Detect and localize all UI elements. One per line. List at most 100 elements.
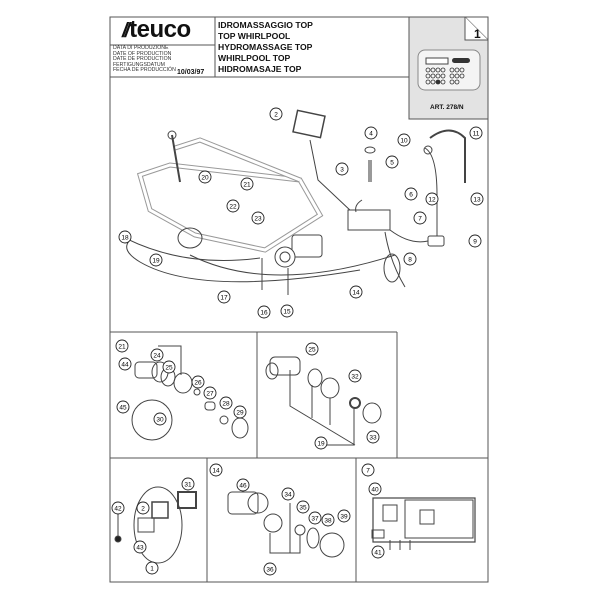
callout-circle (364, 126, 378, 140)
callout-number: 40 (371, 486, 379, 493)
callout-number: 27 (206, 390, 214, 397)
callout-main: 17 (217, 290, 231, 304)
callout-circle (136, 501, 150, 515)
callout-number: 14 (212, 467, 220, 474)
callout-number: 19 (152, 257, 160, 264)
callout-number: 21 (118, 343, 126, 350)
callout-main: 22 (226, 199, 240, 213)
callout-number: 13 (473, 196, 481, 203)
date-label-it: DATA DI PRODUZIONE (113, 45, 169, 51)
callout-main: 19 (149, 253, 163, 267)
production-date: 10/03/97 (177, 69, 205, 76)
callout-circle (257, 305, 271, 319)
whirlpool-assembly (124, 109, 466, 295)
callout-detail-suction: 19 (314, 436, 328, 450)
control-keypad-icon (417, 49, 481, 91)
title-es: HIDROMASAJE TOP (218, 64, 302, 74)
callout-main: 7 (413, 211, 427, 225)
product-titles: IDROMASSAGGIO TOP TOP WHIRLPOOL HYDROMAS… (218, 20, 313, 75)
callout-detail-suction: 33 (366, 430, 380, 444)
callout-number: 1 (150, 565, 154, 572)
callout-number: 7 (366, 467, 370, 474)
callout-circle (314, 436, 328, 450)
callout-circle (337, 509, 351, 523)
callout-circle (203, 386, 217, 400)
callout-circle (404, 187, 418, 201)
callout-number: 15 (283, 308, 291, 315)
callout-main: 13 (470, 192, 484, 206)
callout-circle (251, 211, 265, 225)
callout-detail-suction: 25 (305, 342, 319, 356)
callout-number: 45 (119, 404, 127, 411)
date-label-fr: DATE DE PRODUCTION (113, 56, 172, 63)
callout-number: 32 (351, 373, 359, 380)
callout-circle (209, 463, 223, 477)
callout-number: 43 (136, 544, 144, 551)
title-en: TOP WHIRLPOOL (218, 31, 291, 41)
callout-number: 38 (324, 517, 332, 524)
callout-circle (269, 107, 283, 121)
callout-detail-pump: 35 (296, 500, 310, 514)
callout-main: 12 (425, 192, 439, 206)
callout-circle (366, 430, 380, 444)
callout-circle (219, 396, 233, 410)
title-it: IDROMASSAGGIO TOP (218, 20, 313, 30)
callout-circle (116, 400, 130, 414)
callout-number: 11 (473, 130, 480, 137)
callout-detail-control: 40 (368, 482, 382, 496)
pump-detail-sketch (227, 491, 345, 558)
control-box-part (347, 209, 391, 231)
callout-number: 2 (141, 505, 145, 512)
callout-detail-panel: 31 (181, 477, 195, 491)
callout-circle (191, 375, 205, 389)
callout-detail-pump: 39 (337, 509, 351, 523)
callout-detail-panel: 42 (111, 501, 125, 515)
callout-number: 44 (121, 361, 129, 368)
callout-circle (280, 304, 294, 318)
callout-detail-jet: 27 (203, 386, 217, 400)
callout-number: 28 (222, 400, 230, 407)
callout-main: 2 (269, 107, 283, 121)
callout-circle (281, 487, 295, 501)
callout-main: 5 (385, 155, 399, 169)
callout-circle (181, 477, 195, 491)
callout-main: 23 (251, 211, 265, 225)
control-detail-sketch (371, 497, 476, 550)
callout-detail-control: 41 (371, 545, 385, 559)
callout-circle (118, 230, 132, 244)
callout-number: 19 (317, 440, 325, 447)
callout-number: 18 (121, 234, 129, 241)
callout-circle (385, 155, 399, 169)
callout-number: 39 (340, 513, 348, 520)
callout-number: 14 (352, 289, 360, 296)
date-label-en: DATE OF PRODUCTION (113, 50, 172, 57)
callout-main: 18 (118, 230, 132, 244)
callout-number: 24 (153, 352, 161, 359)
jet-detail-sketch (131, 345, 249, 441)
callout-main: 10 (397, 133, 411, 147)
sheet-frame (109, 16, 489, 583)
article-number: ART. 278/N (430, 104, 464, 111)
callout-main: 4 (364, 126, 378, 140)
callout-number: 16 (260, 309, 268, 316)
callout-number: 7 (418, 215, 422, 222)
callout-circle (361, 463, 375, 477)
callout-detail-jet: 26 (191, 375, 205, 389)
title-fr: HYDROMASSAGE TOP (218, 42, 313, 52)
callout-main: 8 (403, 252, 417, 266)
callout-number: 36 (266, 566, 274, 573)
callout-main: 3 (335, 162, 349, 176)
callout-detail-panel: 1 (145, 561, 159, 575)
callout-circle (305, 342, 319, 356)
callout-number: 21 (243, 181, 251, 188)
callout-circle (403, 252, 417, 266)
callout-number: 17 (220, 294, 228, 301)
callout-detail-jet: 21 (115, 339, 129, 353)
page-number: 1 (474, 27, 481, 41)
callout-circle (198, 170, 212, 184)
callout-number: 31 (184, 481, 192, 488)
callout-number: 34 (284, 491, 292, 498)
date-label-es: FECHA DE PRODUCCIÓN (113, 67, 176, 74)
callout-circle (111, 501, 125, 515)
callout-circle (348, 369, 362, 383)
